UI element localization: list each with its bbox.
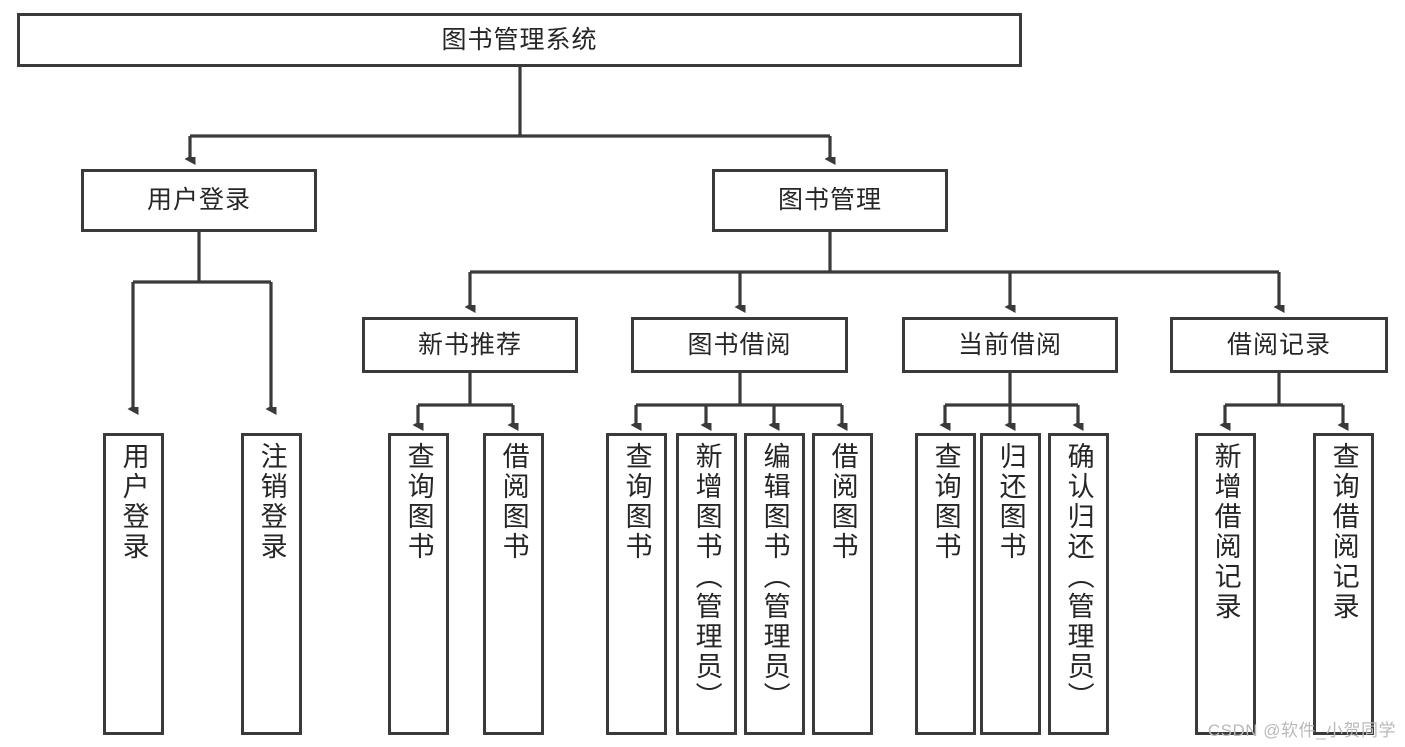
node-book-borrow[interactable]: 图书借阅 — [631, 317, 848, 373]
node-root-book-management-system[interactable]: 图书管理系统 — [17, 13, 1022, 67]
leaf-current-borrow-query[interactable]: 查询图书 — [915, 433, 976, 735]
node-current-borrow[interactable]: 当前借阅 — [902, 317, 1118, 373]
node-label: 借阅图书 — [827, 442, 858, 562]
node-label: 借阅记录 — [1226, 330, 1331, 359]
leaf-book-borrow-add[interactable]: 新增图书（管理员） — [676, 433, 737, 735]
node-label: 新增图书（管理员） — [691, 442, 722, 712]
leaf-user-login-logout[interactable]: 注销登录 — [241, 433, 302, 735]
leaf-new-book-query[interactable]: 查询图书 — [388, 433, 449, 735]
node-borrow-record[interactable]: 借阅记录 — [1170, 317, 1388, 373]
node-label: 确认归还（管理员） — [1063, 442, 1094, 712]
node-label: 新书推荐 — [417, 330, 522, 359]
leaf-current-borrow-confirm-return[interactable]: 确认归还（管理员） — [1048, 433, 1109, 735]
node-label: 归还图书 — [995, 442, 1026, 562]
node-label: 编辑图书（管理员） — [759, 442, 790, 712]
leaf-book-borrow-edit[interactable]: 编辑图书（管理员） — [744, 433, 805, 735]
leaf-book-borrow-query[interactable]: 查询图书 — [606, 433, 667, 735]
node-label: 用户登录 — [146, 186, 251, 215]
leaf-book-borrow-borrow[interactable]: 借阅图书 — [812, 433, 873, 735]
leaf-borrow-record-add[interactable]: 新增借阅记录 — [1195, 433, 1256, 735]
node-label: 图书管理 — [777, 186, 882, 215]
node-label: 查询图书 — [621, 442, 652, 562]
node-label: 用户登录 — [118, 442, 149, 562]
node-new-book-recommend[interactable]: 新书推荐 — [362, 317, 578, 373]
leaf-new-book-borrow[interactable]: 借阅图书 — [483, 433, 544, 735]
node-label: 新增借阅记录 — [1210, 442, 1241, 622]
csdn-watermark: CSDN @软件_小贺同学 — [1207, 721, 1396, 740]
node-book-management[interactable]: 图书管理 — [712, 169, 948, 232]
node-label: 图书借阅 — [687, 330, 792, 359]
node-label: 注销登录 — [256, 442, 287, 562]
node-label: 查询图书 — [930, 442, 961, 562]
node-user-login[interactable]: 用户登录 — [81, 169, 317, 232]
node-label: 当前借阅 — [957, 330, 1062, 359]
node-label: 查询图书 — [403, 442, 434, 562]
node-label: 查询借阅记录 — [1328, 442, 1359, 622]
node-label: 图书管理系统 — [441, 25, 598, 54]
leaf-user-login-login[interactable]: 用户登录 — [103, 433, 164, 735]
node-label: 借阅图书 — [498, 442, 529, 562]
leaf-current-borrow-return[interactable]: 归还图书 — [980, 433, 1041, 735]
leaf-borrow-record-query[interactable]: 查询借阅记录 — [1313, 433, 1374, 735]
